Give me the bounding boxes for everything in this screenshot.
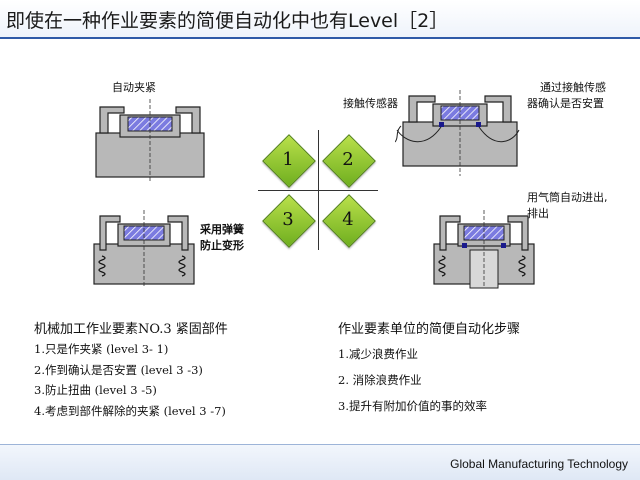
clamp-diagram-4 — [433, 210, 535, 289]
slide-title: 即使在一种作业要素的简便自动化中也有Level［2］ — [6, 10, 449, 32]
footer-text: Global Manufacturing Technology — [450, 457, 628, 471]
step-number: 4 — [342, 209, 354, 230]
clamp-diagram-3 — [93, 210, 195, 288]
label-cylinder-1: 用气筒自动进出, — [527, 191, 608, 204]
step-number: 2 — [342, 149, 354, 170]
clamp-diagram-1 — [95, 99, 205, 183]
left-section-heading: 机械加工作业要素NO.3 紧固部件 — [34, 322, 228, 337]
right-list-item: 2. 消除浪费作业 — [338, 373, 422, 387]
step-diamonds: 1 2 3 4 — [258, 130, 378, 250]
label-spring-2: 防止变形 — [200, 239, 244, 252]
title-bar — [0, 0, 640, 38]
right-list-item: 1.减少浪费作业 — [338, 347, 418, 361]
left-list-item: 2.作到确认是否安置 (level 3 -3) — [34, 363, 203, 377]
footer-divider — [0, 444, 640, 445]
label-contact-sensor: 接触传感器 — [343, 97, 398, 110]
clamp-diagram-2 — [395, 90, 520, 176]
step-number: 3 — [282, 209, 294, 230]
label-confirm-1: 通过接触传感 — [540, 81, 606, 94]
left-list-item: 4.考虑到部件解除的夹紧 (level 3 -7) — [34, 404, 226, 418]
left-list-item: 3.防止扭曲 (level 3 -5) — [34, 383, 157, 397]
left-list-item: 1.只是作夹紧 (level 3- 1) — [34, 342, 169, 356]
right-list-item: 3.提升有附加价值的事的效率 — [338, 399, 487, 413]
footer-bar — [0, 445, 640, 480]
label-confirm-2: 器确认是否安置 — [527, 97, 604, 110]
label-cylinder-2: 排出 — [527, 207, 549, 220]
step-number: 1 — [282, 149, 294, 170]
label-spring-1: 采用弹簧 — [200, 223, 244, 236]
right-section-heading: 作业要素单位的简便自动化步骤 — [338, 322, 521, 337]
label-auto-clamp: 自动夹紧 — [112, 81, 156, 94]
title-divider — [0, 37, 640, 39]
